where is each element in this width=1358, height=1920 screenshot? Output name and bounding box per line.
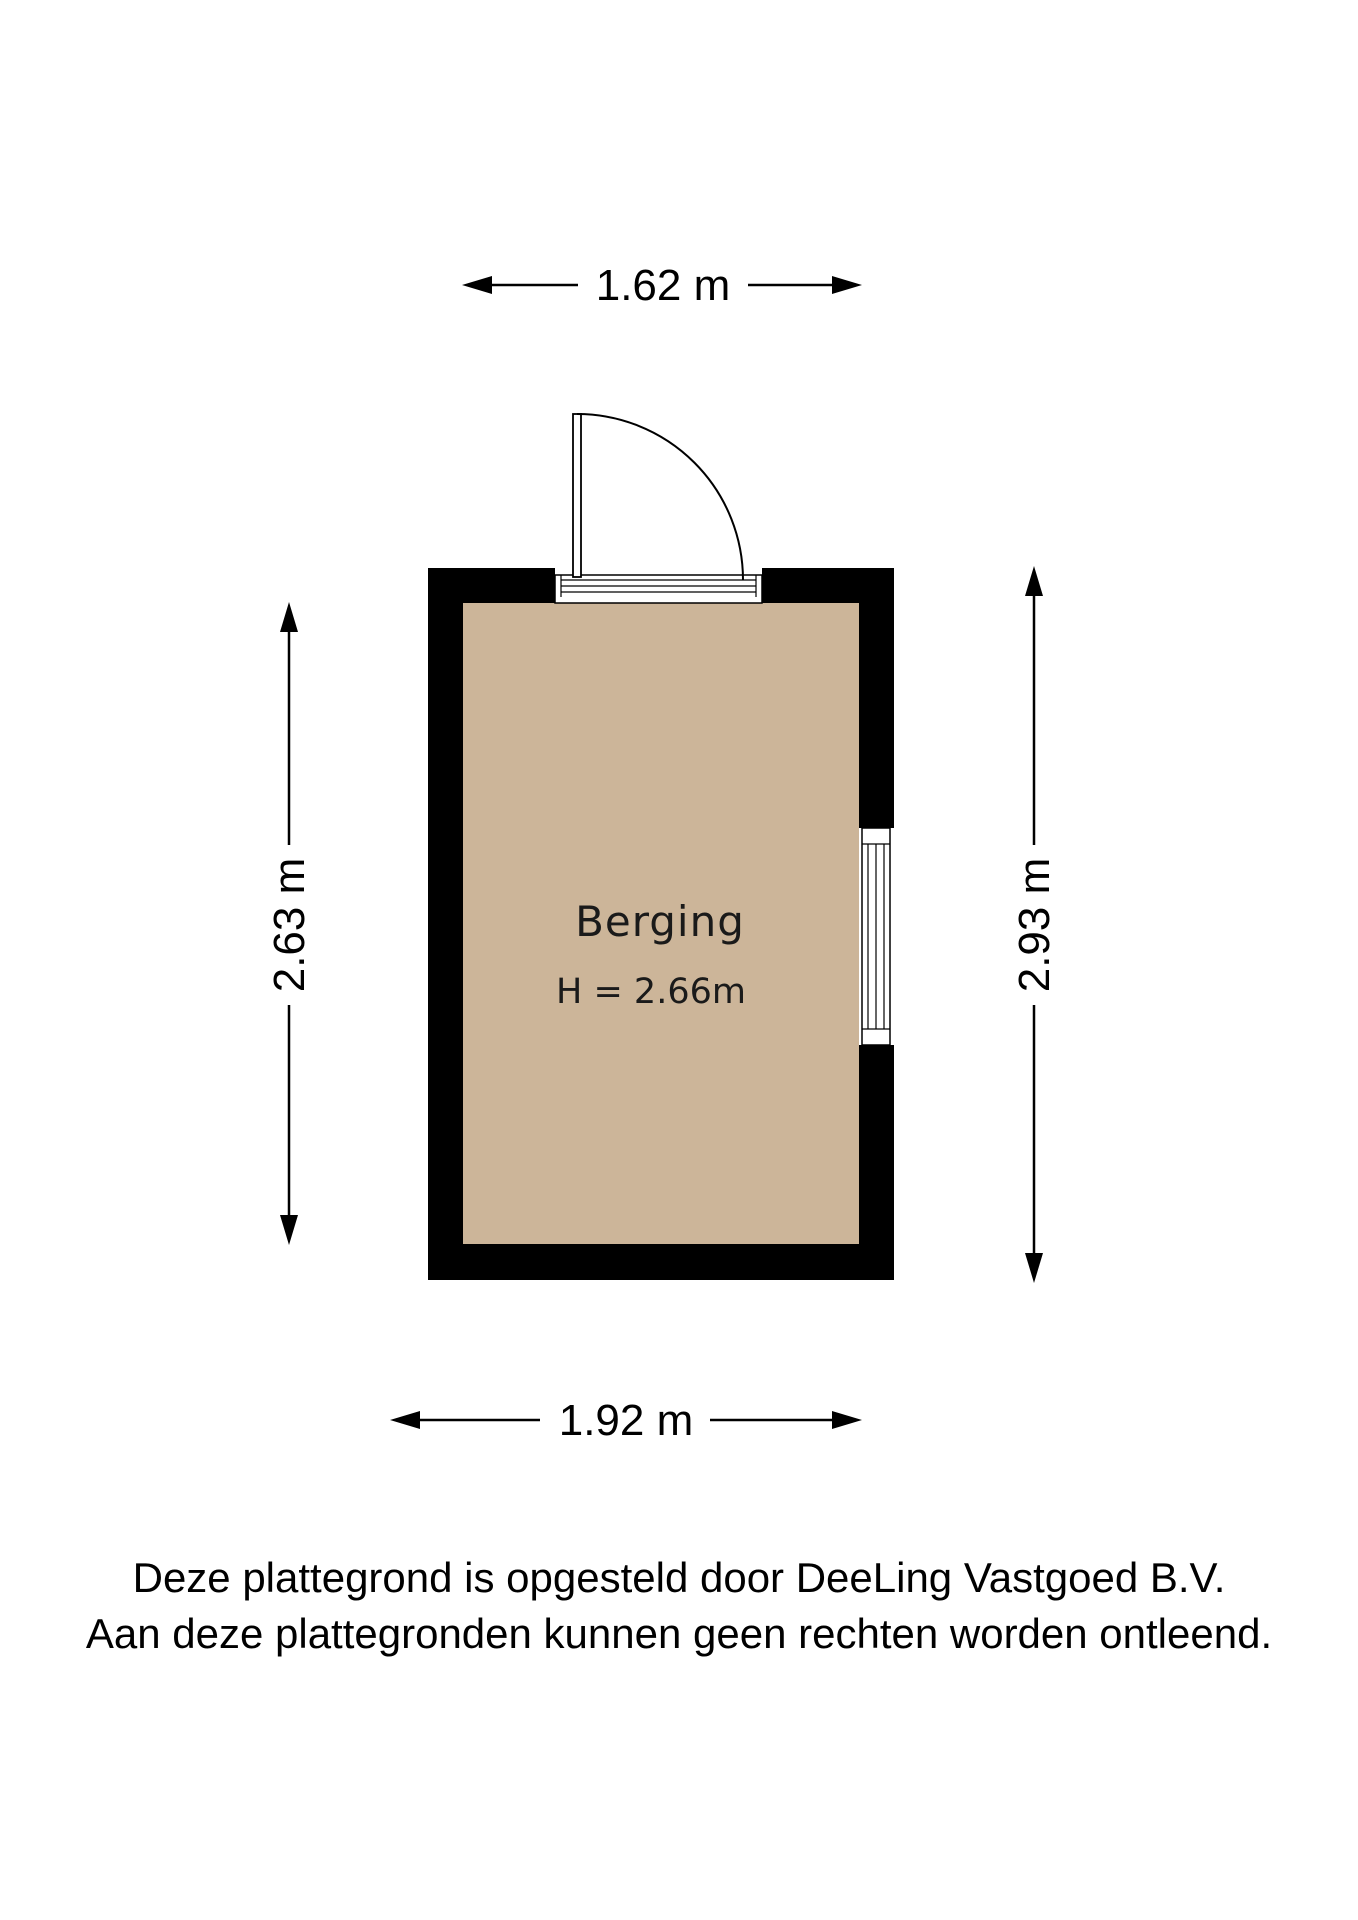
arrow-right-icon	[832, 276, 862, 294]
arrow-left-icon	[462, 276, 492, 294]
arrow-up-icon	[280, 602, 298, 632]
bottom-dimension-label: 1.92 m	[559, 1396, 694, 1445]
room-height: H = 2.66m	[556, 972, 746, 1012]
door-frame	[554, 574, 763, 604]
walls	[428, 568, 894, 1280]
disclaimer-line-2: Aan deze plattegronden kunnen geen recht…	[85, 1610, 1273, 1657]
arrow-left-icon	[390, 1411, 420, 1429]
arrow-right-icon	[832, 1411, 862, 1429]
top-dimension: 1.62 m	[462, 261, 862, 310]
right-dimension: 2.93 m	[1010, 566, 1059, 1283]
window	[861, 827, 891, 1046]
bottom-dimension: 1.92 m	[390, 1396, 862, 1445]
left-dimension: 2.63 m	[265, 602, 314, 1245]
room-name: Berging	[575, 897, 745, 946]
left-dimension-label: 2.63 m	[265, 858, 314, 993]
arrow-down-icon	[1025, 1253, 1043, 1283]
arrow-up-icon	[1025, 566, 1043, 596]
door-swing	[572, 413, 744, 581]
disclaimer-line-1: Deze plattegrond is opgesteld door DeeLi…	[132, 1554, 1226, 1601]
room-floor	[463, 603, 859, 1244]
top-dimension-label: 1.62 m	[596, 261, 731, 310]
arrow-down-icon	[280, 1215, 298, 1245]
right-dimension-label: 2.93 m	[1010, 858, 1059, 993]
